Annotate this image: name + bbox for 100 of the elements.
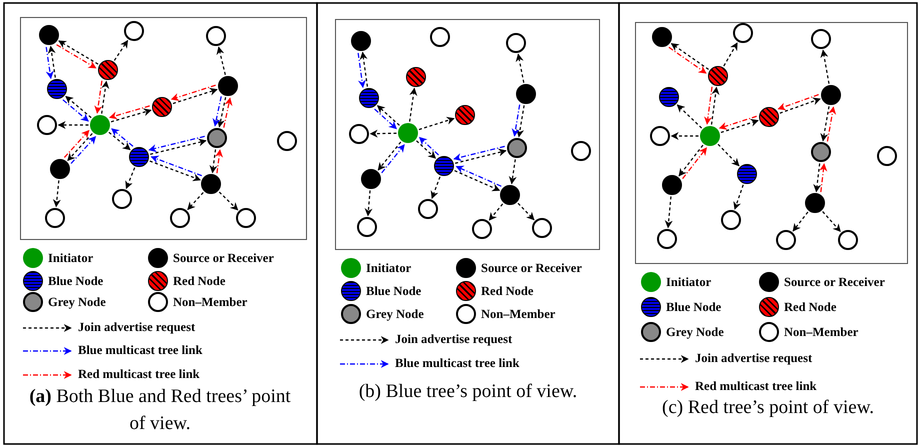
legend-text: Blue multicast tree link [78, 343, 202, 357]
legend-text: Join advertise request [395, 332, 512, 346]
node-circle [361, 169, 381, 189]
legend-text: Source or Receiver [784, 275, 885, 289]
node-circle [650, 126, 670, 146]
node-circle [90, 115, 110, 135]
arrow [820, 106, 830, 142]
node-circle [805, 193, 825, 213]
node-circle [357, 217, 377, 237]
arrow [376, 105, 400, 126]
node-circle [98, 60, 118, 80]
arrow [430, 176, 441, 199]
node-circle [657, 229, 677, 249]
legend-text: Source or Receiver [173, 251, 274, 265]
node-circle [506, 33, 526, 53]
node-circle [877, 146, 897, 166]
node-circle [776, 230, 796, 250]
node-circle [500, 185, 520, 205]
arrow [108, 132, 131, 150]
node-circle [349, 124, 369, 144]
network-frame [20, 17, 307, 240]
node-circle [112, 189, 132, 209]
arrow [453, 146, 505, 162]
figure-caption: (c) Red tree’s point of view. [661, 396, 875, 420]
arrow [826, 106, 836, 142]
arrow [358, 52, 366, 88]
arrow [516, 105, 525, 138]
node-circle [662, 175, 682, 195]
arrow [150, 160, 201, 182]
arrow [378, 142, 402, 171]
arrow [508, 159, 517, 184]
arrow [676, 104, 702, 129]
arrow [360, 52, 368, 87]
node-circle [124, 21, 144, 41]
arrow [148, 136, 205, 152]
arrow [216, 46, 226, 75]
legend-text: Source or Receiver [481, 261, 582, 275]
arrow [223, 97, 232, 128]
arrow [370, 130, 397, 138]
arrow [187, 192, 204, 210]
node-circle [733, 23, 753, 43]
node-circle [37, 115, 57, 135]
node-circle [759, 107, 779, 127]
arrow [212, 96, 222, 127]
legend-text: Red Node [173, 274, 226, 288]
figure-caption: (b) Blue tree’s point of view. [358, 380, 578, 404]
arrow [65, 96, 92, 118]
node-circle [838, 230, 858, 250]
node-circle [206, 26, 226, 46]
arrow [488, 204, 504, 221]
arrow [150, 156, 202, 176]
network-frame [335, 19, 600, 250]
arrow [418, 116, 455, 130]
node-circle [507, 138, 527, 158]
node-circle [207, 128, 227, 148]
arrow [720, 118, 759, 134]
arrow [718, 144, 740, 166]
arrow [780, 97, 821, 114]
arrow [58, 40, 98, 65]
arrow [664, 196, 673, 228]
node-circle [47, 79, 67, 99]
arrow [216, 97, 226, 128]
legend-text: Blue Node [48, 274, 104, 288]
legend-text: Blue Node [666, 300, 722, 314]
node-circle [571, 141, 591, 161]
arrow [218, 192, 238, 211]
arrow [101, 80, 110, 114]
node-circle [811, 142, 831, 162]
arrow [52, 180, 61, 208]
arrow [820, 50, 830, 84]
legend-text: Join advertise request [78, 320, 196, 334]
arrow [668, 46, 707, 74]
node-circle [700, 126, 720, 146]
arrow [125, 167, 136, 190]
node-circle [418, 199, 438, 219]
node-circle [351, 31, 371, 51]
legend-text: Red multicast tree link [695, 379, 817, 393]
node-circle [129, 147, 149, 167]
node-circle [170, 208, 190, 228]
legend-text: Non–Member [784, 325, 858, 339]
node-circle [39, 25, 59, 45]
arrow [111, 128, 134, 147]
node-circle [472, 219, 492, 239]
arrow [723, 42, 738, 66]
arrow [718, 116, 757, 130]
arrow [364, 190, 373, 216]
arrow [381, 144, 405, 174]
arrow [670, 132, 698, 140]
arrow [456, 166, 502, 187]
arrow [374, 108, 398, 130]
legend-text: Grey Node [666, 325, 724, 339]
arrow [418, 136, 439, 156]
legend-text: Red Node [481, 284, 534, 298]
legend-text: Blue multicast tree link [395, 356, 520, 370]
arrow [778, 94, 819, 110]
arrow [512, 104, 520, 137]
arrow [209, 149, 218, 174]
node-circle [50, 159, 70, 179]
node-circle [359, 88, 379, 108]
arrow [819, 163, 828, 192]
